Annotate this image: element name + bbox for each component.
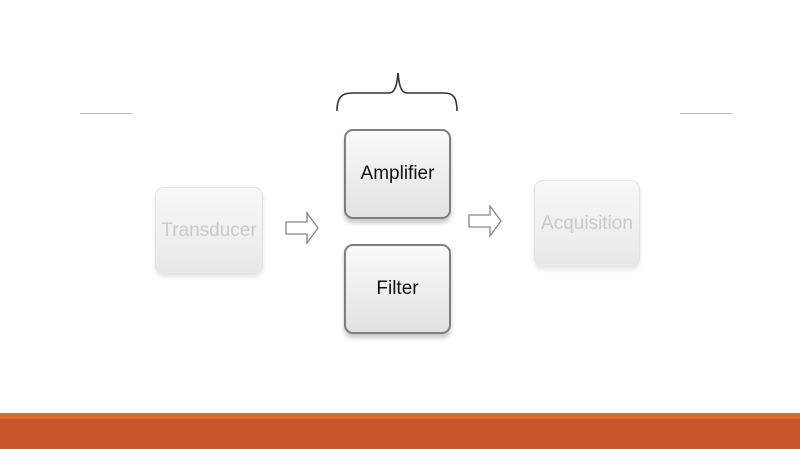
filter-node: Filter [344, 244, 451, 334]
filter-label: Filter [376, 278, 419, 299]
decorative-line-left [80, 113, 132, 114]
arrow-right-icon [468, 204, 502, 238]
decorative-line-right [680, 113, 732, 114]
acquisition-label: Acquisition [541, 212, 633, 234]
arrow-right-icon [285, 211, 319, 245]
acquisition-node: Acquisition [534, 180, 640, 267]
transducer-label: Transducer [161, 219, 257, 241]
amplifier-node: Amplifier [344, 129, 451, 219]
transducer-node: Transducer [155, 187, 263, 274]
group-brace [336, 72, 458, 112]
footer-bar [0, 413, 800, 449]
amplifier-label: Amplifier [360, 163, 435, 184]
